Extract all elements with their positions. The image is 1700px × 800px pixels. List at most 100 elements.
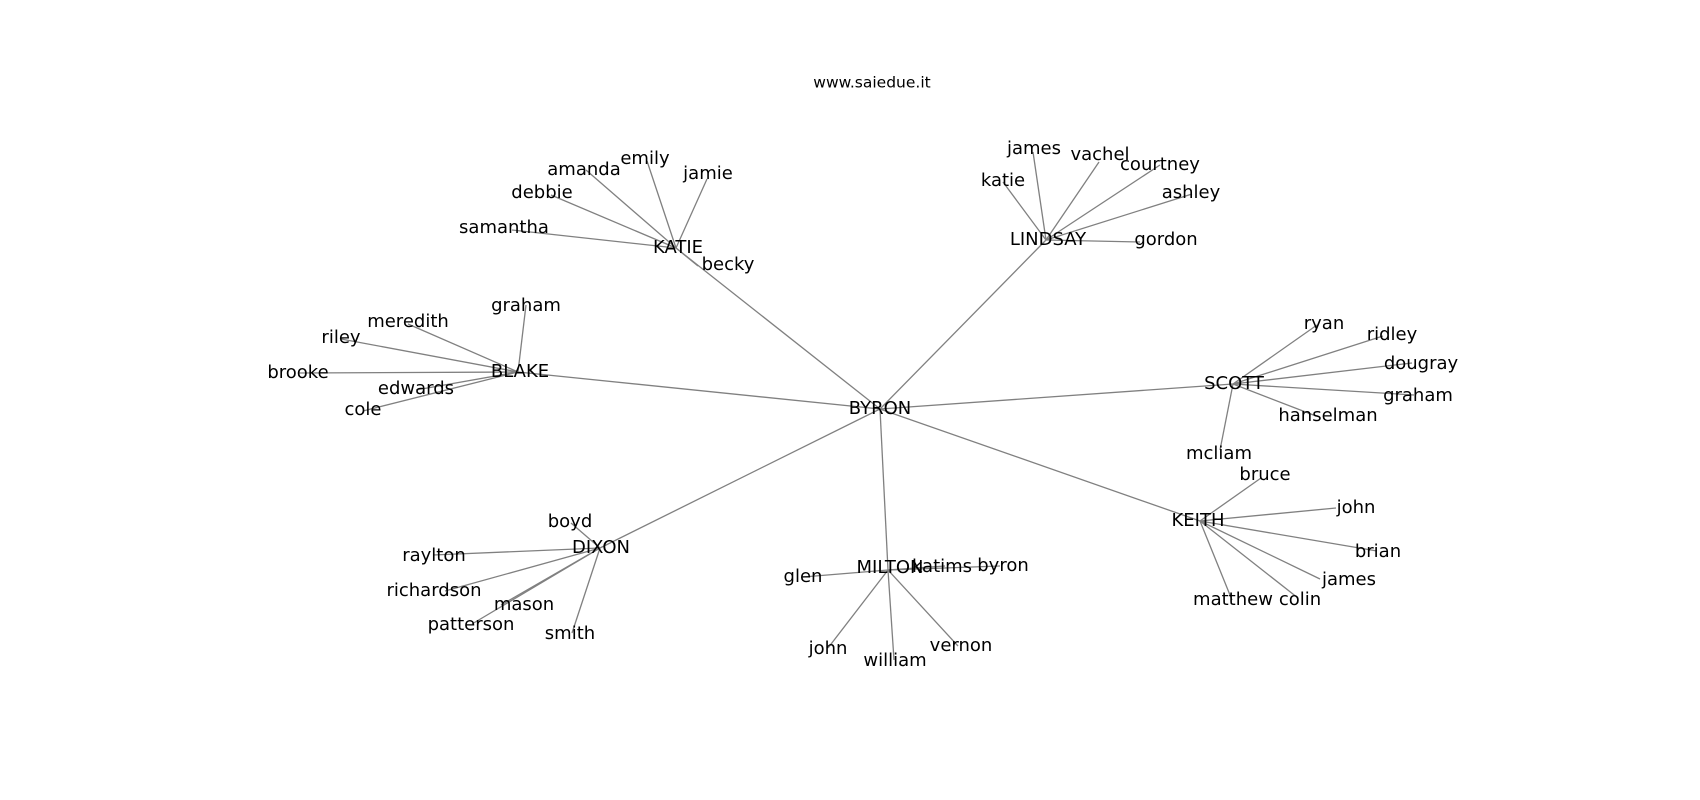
node-keith-brian: brian [1355, 541, 1401, 562]
node-lindsay-gordon: gordon [1134, 229, 1197, 250]
node-keith-john: john [1336, 497, 1376, 518]
diagram-title: www.saiedue.it [813, 74, 930, 92]
node-katie-debbie: debbie [511, 182, 572, 203]
node-blake-brooke: brooke [267, 362, 328, 383]
node-root: BYRON [849, 398, 912, 419]
edge-blake-cole [362, 371, 519, 412]
edge-root-dixon [599, 408, 881, 549]
node-katie-becky: becky [702, 254, 755, 275]
node-lindsay-ashley: ashley [1162, 182, 1221, 203]
node-milton-byron: byron [977, 555, 1029, 576]
edge-scott-dougray [1232, 362, 1413, 385]
node-blake-meredith: meredith [367, 311, 449, 332]
edges-layer [297, 151, 1415, 661]
edge-katie-becky [675, 247, 699, 267]
node-scott-mcliam: mcliam [1186, 443, 1252, 464]
node-blake-cole: cole [345, 399, 382, 420]
node-lindsay-courtney: courtney [1120, 154, 1200, 175]
node-katie-emily: emily [620, 148, 670, 169]
edge-katie-jamie [675, 178, 708, 249]
edge-lindsay-james [1032, 151, 1047, 241]
edge-scott-mcliam [1219, 383, 1234, 451]
node-hub-blake: BLAKE [491, 361, 549, 382]
node-hub-milton: MILTON [856, 557, 923, 578]
node-scott-ridley: ridley [1367, 324, 1418, 345]
node-dixon-raylton: raylton [402, 545, 466, 566]
edge-blake-graham [517, 304, 527, 373]
node-lindsay-vachel: vachel [1070, 144, 1129, 165]
edge-keith-colin [1199, 520, 1299, 599]
node-keith-colin: colin [1279, 589, 1321, 610]
edge-blake-edwards [415, 371, 519, 391]
edge-lindsay-courtney [1045, 164, 1161, 241]
edge-milton-glen [802, 569, 889, 578]
node-katie-samantha: samantha [459, 217, 549, 238]
node-milton-john: john [808, 638, 848, 659]
edge-keith-matthew [1199, 520, 1233, 601]
edge-scott-hanselman [1232, 383, 1317, 417]
node-dixon-mason: mason [494, 594, 554, 615]
edge-lindsay-katie [1002, 181, 1047, 241]
edge-blake-riley [340, 338, 519, 373]
edge-keith-brian [1199, 520, 1378, 552]
edge-katie-debbie [550, 194, 677, 249]
node-blake-riley: riley [321, 327, 360, 348]
node-dixon-smith: smith [545, 623, 595, 644]
node-hub-lindsay: LINDSAY [1010, 229, 1087, 250]
node-dixon-richardson: richardson [386, 580, 481, 601]
node-scott-graham: graham [1383, 385, 1453, 406]
edge-katie-samantha [511, 229, 677, 249]
edge-dixon-smith [571, 547, 601, 634]
edge-keith-james [1199, 520, 1321, 580]
edge-milton-john [827, 569, 889, 649]
edge-root-lindsay [879, 239, 1047, 410]
edge-scott-ryan [1232, 324, 1318, 385]
edge-milton-byron [887, 565, 1001, 571]
edge-lindsay-ashley [1045, 193, 1193, 241]
node-milton-glen: glen [784, 566, 823, 587]
edge-katie-amanda [585, 169, 677, 249]
node-milton-katims: katims [912, 556, 972, 577]
edge-lindsay-vachel [1045, 161, 1100, 241]
edge-katie-emily [646, 160, 677, 249]
node-hub-scott: SCOTT [1204, 373, 1265, 394]
node-hub-dixon: DIXON [572, 537, 630, 558]
edge-keith-bruce [1199, 477, 1262, 522]
node-scott-hanselman: hanselman [1278, 405, 1377, 426]
node-blake-edwards: edwards [378, 378, 454, 399]
edge-lindsay-gordon [1045, 239, 1141, 243]
edge-root-keith [879, 408, 1201, 522]
node-dixon-boyd: boyd [548, 511, 593, 532]
node-keith-james: james [1321, 569, 1376, 590]
edge-blake-meredith [407, 323, 519, 373]
node-keith-bruce: bruce [1239, 464, 1290, 485]
node-dixon-patterson: patterson [428, 614, 515, 635]
edge-blake-brooke [297, 371, 519, 374]
node-hub-katie: KATIE [653, 237, 703, 258]
node-hub-keith: KEITH [1171, 510, 1224, 531]
node-scott-ryan: ryan [1304, 313, 1345, 334]
edge-dixon-patterson [471, 547, 601, 625]
node-milton-vernon: vernon [930, 635, 993, 656]
node-keith-matthew: matthew [1193, 589, 1273, 610]
edge-root-katie [675, 247, 881, 410]
edge-dixon-raylton [432, 547, 601, 556]
node-katie-jamie: jamie [682, 163, 733, 184]
edge-milton-william [887, 569, 895, 661]
edge-keith-john [1199, 507, 1337, 522]
edge-root-milton [879, 408, 889, 571]
node-scott-dougray: dougray [1384, 353, 1459, 374]
edge-root-blake [517, 371, 881, 410]
node-milton-william: william [863, 650, 926, 671]
edge-scott-graham [1232, 383, 1415, 396]
edge-dixon-boyd [570, 522, 601, 549]
node-blake-graham: graham [491, 295, 561, 316]
node-lindsay-katie: katie [981, 170, 1025, 191]
edge-root-scott [879, 383, 1234, 410]
node-lindsay-james: james [1006, 138, 1061, 159]
edge-milton-vernon [887, 569, 959, 647]
node-katie-amanda: amanda [547, 159, 620, 180]
edge-scott-ridley [1232, 335, 1384, 385]
